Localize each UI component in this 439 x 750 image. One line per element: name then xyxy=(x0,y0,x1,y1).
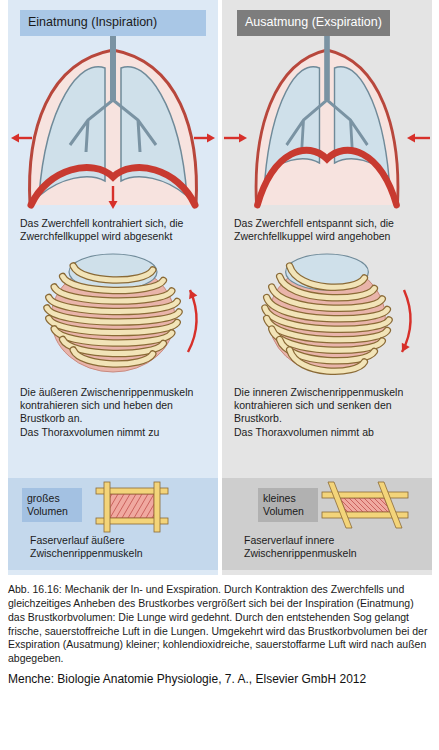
volume-label: großes Volumen xyxy=(27,492,77,518)
arrow-head xyxy=(207,134,215,143)
muscle-fiber xyxy=(110,494,124,518)
fiber-caption: Faserverlauf äußere Zwischenrippenmuskel… xyxy=(30,534,180,560)
bronchi xyxy=(70,100,156,152)
rib-bar xyxy=(328,482,352,528)
description-text: Das Thoraxvolumen nimmt ab xyxy=(234,426,424,439)
volume-box: kleines Volumen xyxy=(258,488,318,522)
lung-lobe xyxy=(335,67,390,178)
arrow-head xyxy=(11,134,19,143)
rib-outline xyxy=(47,308,179,322)
rib xyxy=(49,319,177,333)
fiber-band: Faserverlauf innere Zwischenrippenmuskel… xyxy=(222,478,432,570)
rib xyxy=(290,266,365,287)
rib-outline xyxy=(49,319,177,333)
rib-outline xyxy=(265,308,389,329)
description-text: Die inneren Zwischenrippenmuskeln kontra… xyxy=(234,386,424,425)
fiber-band: Faserverlauf äußere Zwischenrippenmuskel… xyxy=(8,478,218,570)
rib-outline xyxy=(63,277,164,291)
description-text: Das Zwerchfell kontrahiert sich, die Zwe… xyxy=(20,217,210,243)
trachea xyxy=(110,36,116,100)
muscle-layer xyxy=(340,498,389,512)
motion-arrow xyxy=(194,137,209,139)
diaphragm xyxy=(31,168,195,205)
rib xyxy=(63,277,164,291)
description-text: Das Thoraxvolumen nimmt zu xyxy=(20,426,210,439)
muscle-layer xyxy=(110,494,154,518)
arrow-head xyxy=(407,134,415,143)
rib-outline xyxy=(280,277,375,298)
rib xyxy=(267,298,388,319)
lung-apex xyxy=(286,254,369,290)
rib xyxy=(49,298,177,312)
muscle-fiber xyxy=(146,494,154,518)
diaphragm xyxy=(257,150,396,205)
header-text: Ausatmung (Exspiration) xyxy=(245,15,382,31)
motion-arrow xyxy=(413,137,430,139)
rib-outline xyxy=(54,329,171,343)
rib xyxy=(267,319,388,340)
header-text: Einatmung (Inspiration) xyxy=(28,15,198,31)
rib xyxy=(280,277,375,298)
description-text: Das Zwerchfell entspannt sich, die Zwerc… xyxy=(234,217,424,243)
muscle-fiber xyxy=(116,494,130,518)
rib-outline xyxy=(73,266,152,280)
rib-outline xyxy=(267,298,388,319)
lung-lobe xyxy=(39,67,105,196)
muscle-fiber xyxy=(128,494,142,518)
rib-outline xyxy=(290,350,365,371)
arrow-head xyxy=(189,290,197,299)
motion-arrow xyxy=(224,137,241,139)
muscle-fiber xyxy=(134,494,148,518)
volume-label: kleines Volumen xyxy=(263,492,313,518)
rib xyxy=(47,308,179,322)
volume-box: großes Volumen xyxy=(22,488,82,522)
muscle-fiber xyxy=(140,494,154,518)
fiber-caption: Faserverlauf innere Zwischenrippenmuskel… xyxy=(244,534,394,560)
figure-caption: Abb. 16.16: Mechanik der In- und Exspira… xyxy=(8,583,431,666)
motion-arrow xyxy=(112,186,114,203)
rib xyxy=(290,350,365,371)
rib-outline xyxy=(272,287,382,308)
arrow-head xyxy=(109,201,118,209)
rib-outline xyxy=(54,287,171,301)
rib xyxy=(54,287,171,301)
rib-bar xyxy=(104,482,110,532)
motion-arrow xyxy=(188,290,197,352)
arrow-head xyxy=(239,134,247,143)
muscle-fiber xyxy=(122,494,136,518)
phase-header: Ausatmung (Exspiration) xyxy=(237,10,390,36)
rib-bar xyxy=(378,482,402,528)
rib xyxy=(272,287,382,308)
motion-arrow xyxy=(402,290,411,352)
bronchi xyxy=(287,100,368,152)
phase-header: Einatmung (Inspiration) xyxy=(20,10,206,36)
phase-panel: Das Zwerchfell kontrahiert sich, die Zwe… xyxy=(8,0,218,575)
muscle-fiber xyxy=(319,498,333,512)
motion-arrow xyxy=(17,137,32,139)
description-text: Die äußeren Zwischenrippenmuskeln kontra… xyxy=(20,386,210,425)
lung-lobe xyxy=(121,67,187,196)
trachea xyxy=(324,36,330,100)
rib-outline xyxy=(73,350,152,364)
rib xyxy=(265,308,389,329)
source-note: Menche: Biologie Anatomie Physiologie, 7… xyxy=(8,672,436,687)
rib-outline xyxy=(267,319,388,340)
rib xyxy=(73,350,152,364)
phase-panel: Das Zwerchfell entspannt sich, die Zwerc… xyxy=(222,0,432,575)
rib xyxy=(54,329,171,343)
arrow-head xyxy=(402,343,410,352)
rib-bar xyxy=(154,482,160,532)
lung-lobe xyxy=(265,67,320,178)
rib-outline xyxy=(290,266,365,287)
rib xyxy=(73,266,152,280)
rib-outline xyxy=(49,298,177,312)
